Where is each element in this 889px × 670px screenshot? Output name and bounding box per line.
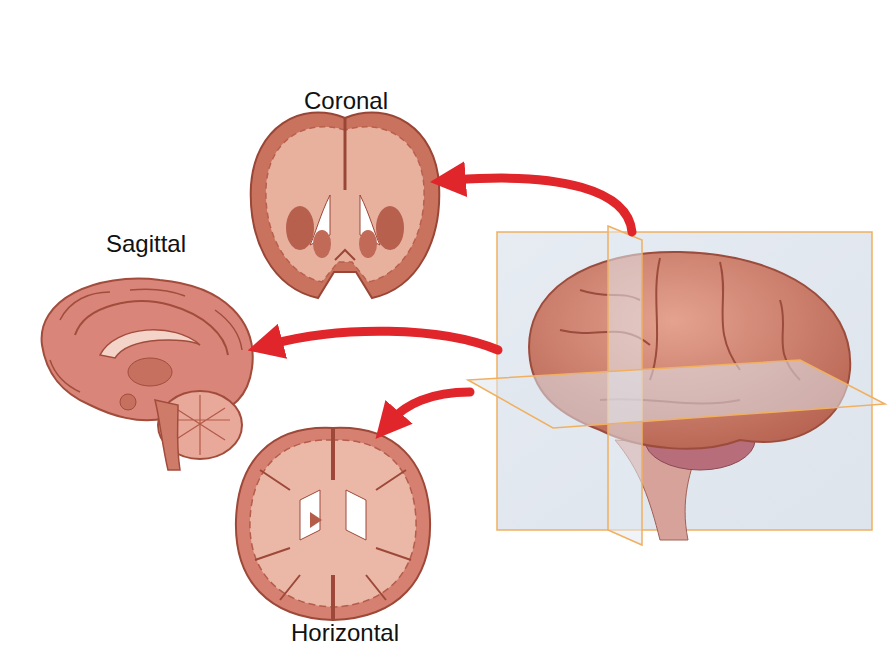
section-label: Sagittal bbox=[106, 231, 186, 257]
section-label: Coronal bbox=[304, 88, 388, 114]
brain-3d bbox=[468, 226, 885, 545]
coronal-section bbox=[251, 113, 440, 298]
section-label: Horizontal bbox=[291, 620, 399, 646]
red-arrows bbox=[272, 178, 632, 420]
horizontal-section bbox=[236, 428, 430, 620]
sagittal-section bbox=[42, 279, 253, 470]
